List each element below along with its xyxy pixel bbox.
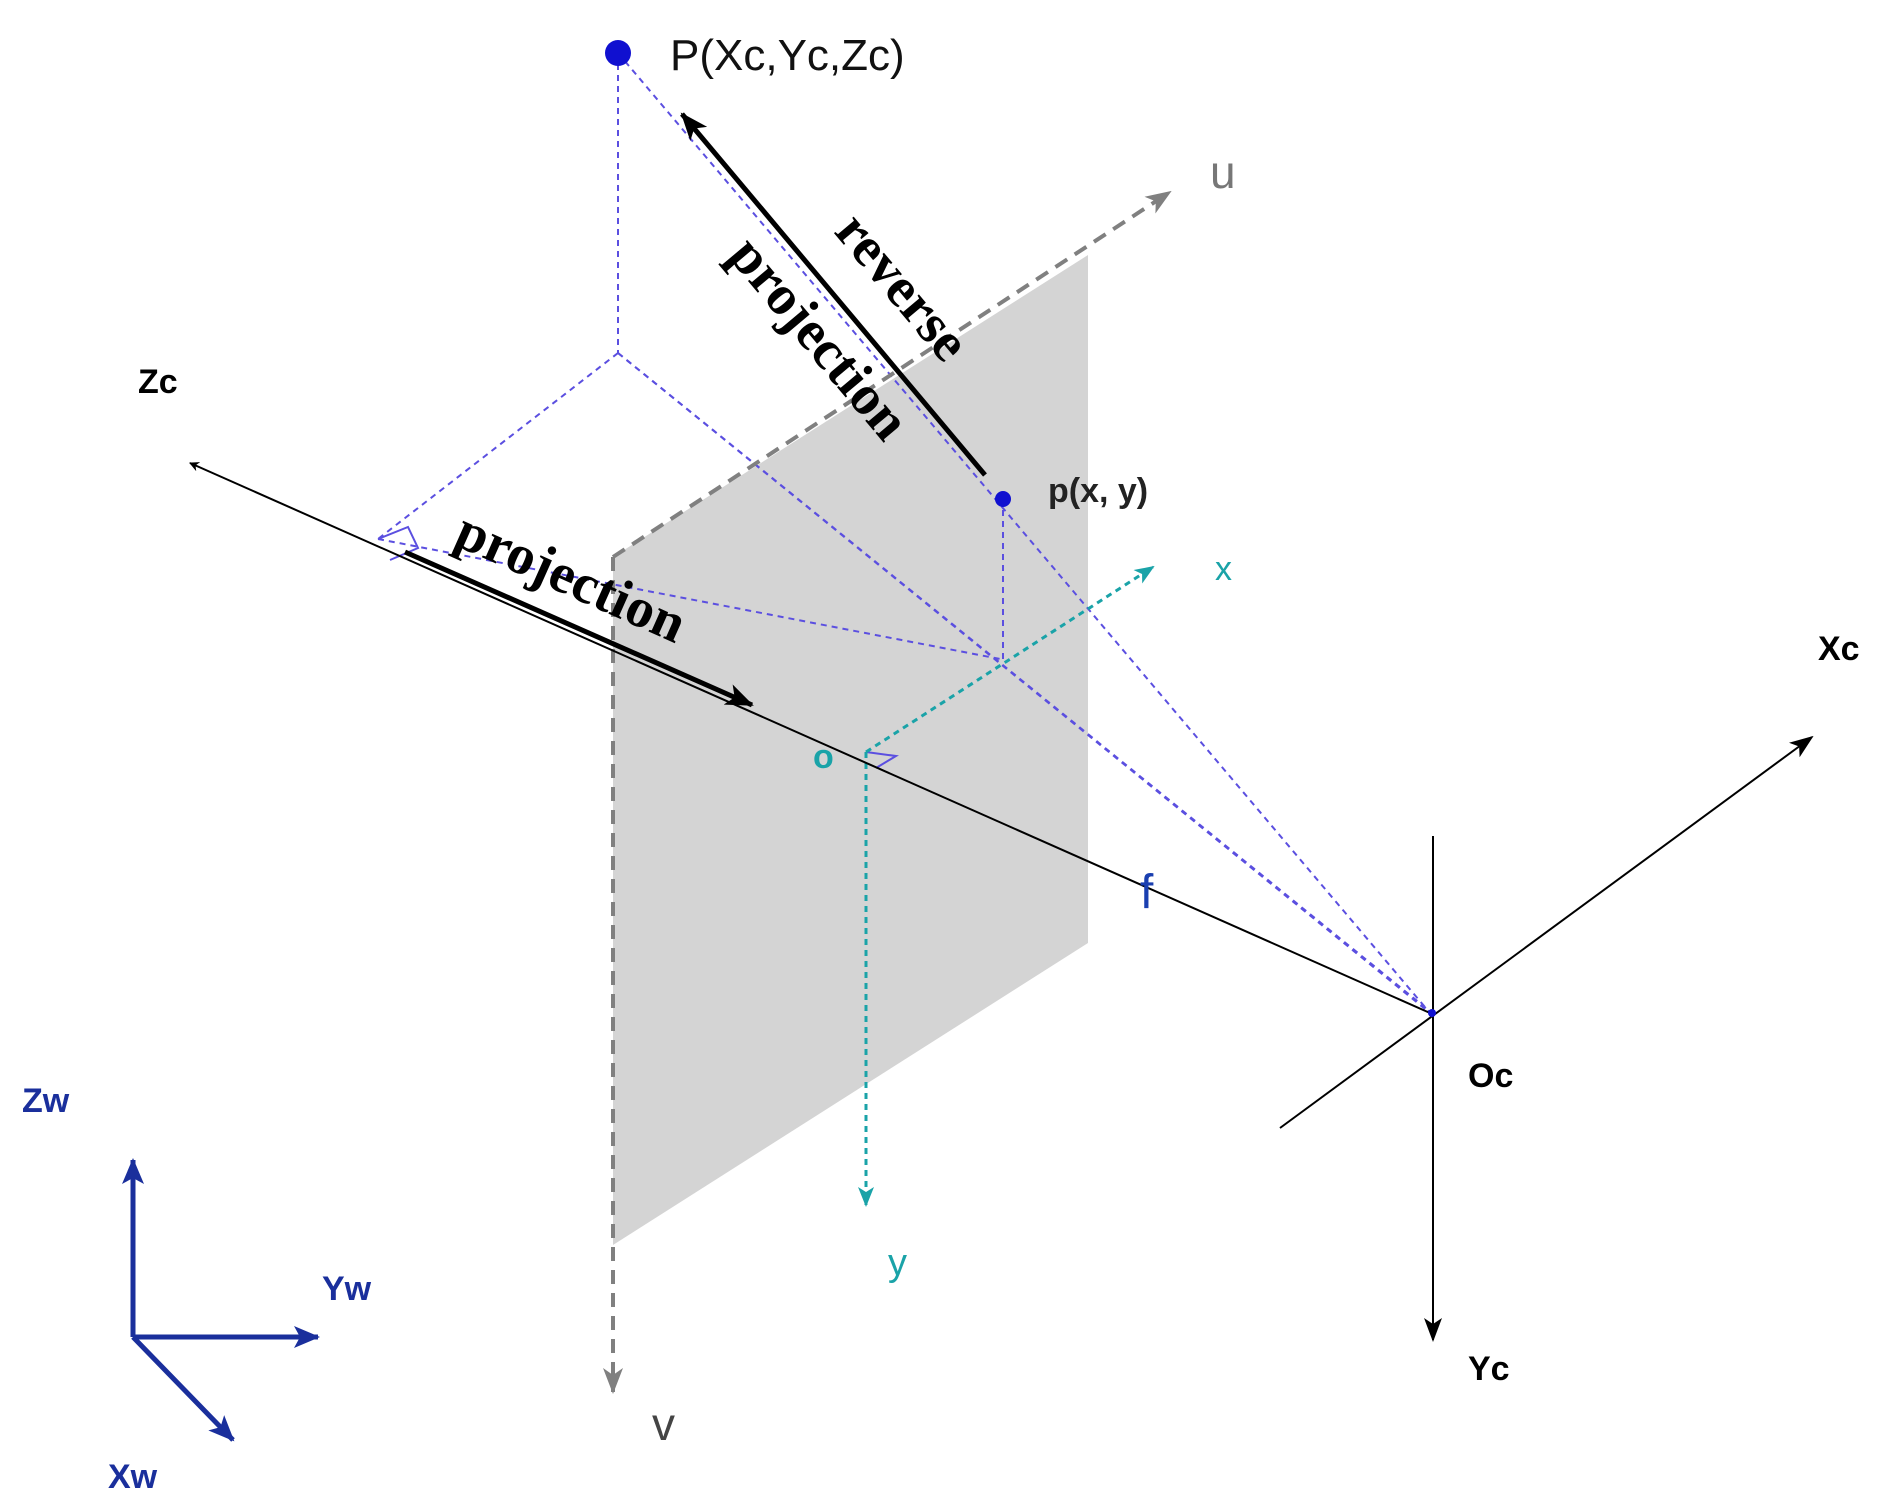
zc-axis-label: Zc	[138, 363, 178, 401]
zw-axis-label: Zw	[22, 1082, 70, 1120]
focal-length-label: f	[1140, 866, 1154, 919]
xc-axis	[1279, 735, 1814, 1129]
zc-axis	[189, 462, 1431, 1014]
world-point-label: P(Xc,Yc,Zc)	[670, 31, 905, 80]
oc-origin-label: Oc	[1468, 1057, 1513, 1095]
u-axis	[611, 190, 1172, 559]
v-axis-label: v	[652, 1398, 675, 1450]
image-point-dot	[995, 491, 1011, 507]
reverse-projection-arrow	[680, 112, 987, 477]
world-axes	[122, 1158, 320, 1442]
world-point-dot	[605, 40, 631, 66]
image-x-label: x	[1215, 550, 1232, 588]
camera-origin-dot	[1428, 1009, 1436, 1017]
construction-lines	[377, 52, 1433, 1014]
xc-axis-label: Xc	[1818, 630, 1860, 668]
u-axis-label: u	[1210, 146, 1236, 198]
image-point-label: p(x, y)	[1048, 472, 1148, 510]
image-y-label: y	[888, 1242, 907, 1284]
image-origin-label: o	[813, 738, 834, 776]
yc-axis-label: Yc	[1468, 1350, 1510, 1388]
xw-axis-label: Xw	[108, 1458, 158, 1496]
right-angle-marker	[865, 751, 899, 769]
yw-axis-label: Yw	[322, 1270, 372, 1308]
right-angle-marker	[377, 525, 420, 561]
projection-arrow	[403, 549, 754, 708]
image-plane	[613, 255, 1088, 1245]
image-x-axis	[865, 565, 1155, 754]
